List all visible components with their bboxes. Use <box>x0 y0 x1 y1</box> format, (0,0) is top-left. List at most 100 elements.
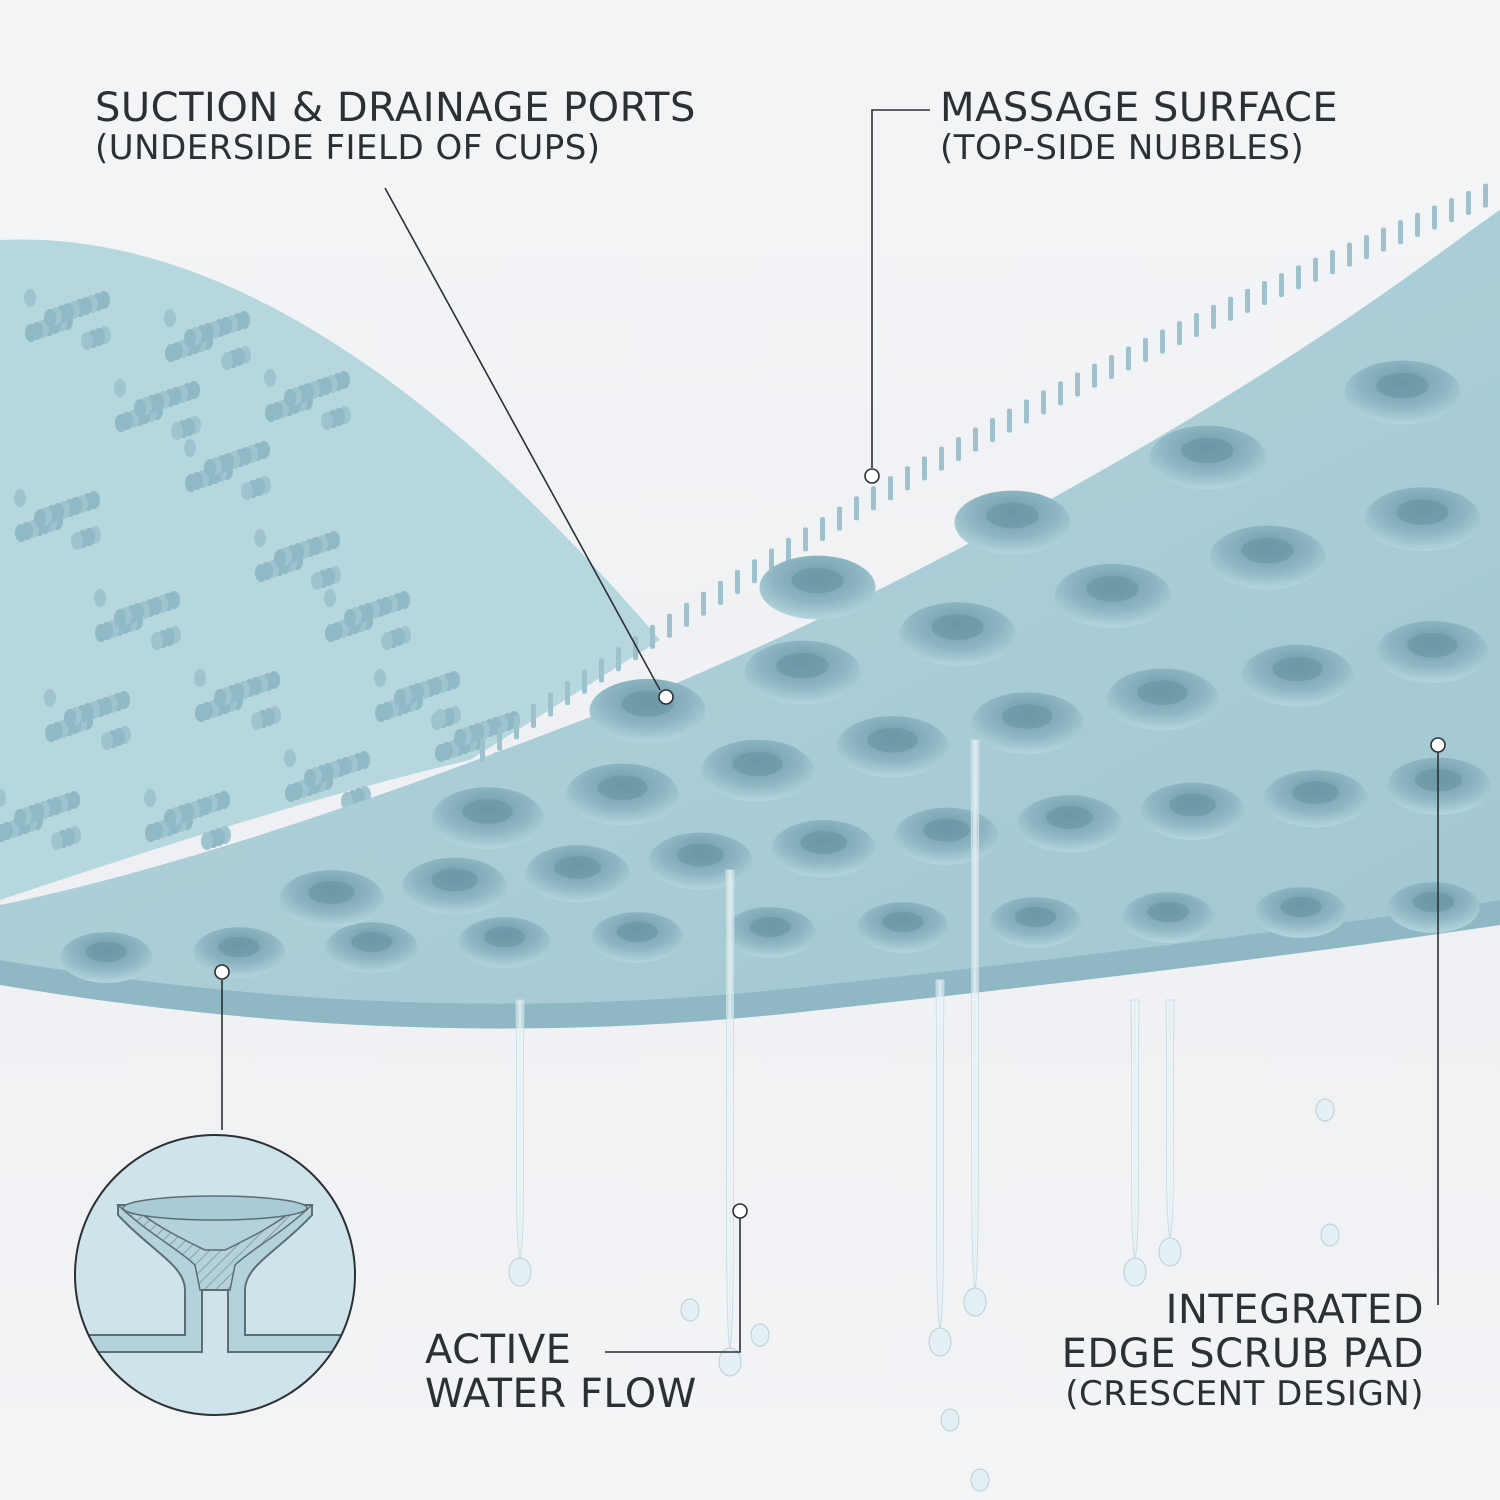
nubble-cluster <box>14 489 101 550</box>
bristle <box>582 669 587 694</box>
water-drop <box>928 1327 952 1357</box>
bristle <box>1245 288 1250 313</box>
water-streams <box>508 739 1340 1492</box>
water-stream <box>725 869 735 1351</box>
bristle <box>888 476 893 501</box>
nubble-cluster <box>284 749 371 810</box>
nubble-cluster <box>44 689 131 750</box>
bristle <box>735 570 740 595</box>
callout-massage-surface: MASSAGE SURFACE (TOP-SIDE NUBBLES) <box>940 86 1338 167</box>
bristle <box>1075 372 1080 397</box>
bristle <box>1466 190 1471 215</box>
nubble-clusters <box>0 289 521 850</box>
bristle <box>1228 296 1233 321</box>
water-drop <box>1158 1237 1182 1267</box>
bristle <box>701 591 706 616</box>
bristle <box>1143 337 1148 362</box>
water-stream <box>1165 999 1175 1241</box>
nubble-cluster <box>194 669 281 730</box>
bristle <box>1024 399 1029 424</box>
callout-edge-line1: INTEGRATED <box>1165 1287 1424 1333</box>
bristle <box>820 516 825 541</box>
bristle <box>939 446 944 471</box>
edge-bristles <box>480 183 1488 762</box>
water-drop <box>970 1468 990 1492</box>
water-stream <box>1130 999 1140 1261</box>
bristle <box>1296 265 1301 290</box>
water-drop <box>718 1347 742 1377</box>
bristle <box>718 580 723 605</box>
water-drop <box>750 1323 770 1347</box>
bristle <box>1364 235 1369 260</box>
nubble-cluster <box>114 379 201 440</box>
bristle <box>548 692 553 717</box>
bristle <box>1330 250 1335 275</box>
bristle <box>769 548 774 573</box>
bristle <box>973 427 978 452</box>
bristle <box>837 506 842 531</box>
water-stream <box>935 979 945 1331</box>
water-drop <box>508 1257 532 1287</box>
bristle <box>752 559 757 584</box>
bristle <box>1381 227 1386 252</box>
callout-water-line1: ACTIVE <box>425 1327 572 1373</box>
bristle <box>1398 220 1403 245</box>
bristle <box>565 681 570 706</box>
bristle <box>803 527 808 552</box>
bristle <box>599 658 604 683</box>
bristle <box>497 726 502 751</box>
callout-edge-line3: (CRESCENT DESIGN) <box>1065 1374 1424 1414</box>
bristle <box>1347 242 1352 267</box>
bristle <box>1279 273 1284 298</box>
bristle <box>531 703 536 728</box>
callout-water-line2: WATER FLOW <box>425 1371 697 1417</box>
callout-suction-title: SUCTION & DRAINAGE PORTS <box>95 85 696 131</box>
bristle <box>1483 183 1488 208</box>
nubble-cluster <box>374 669 461 730</box>
bristle <box>990 418 995 443</box>
water-stream <box>515 999 525 1261</box>
suction-cup-cross-section-icon <box>74 1134 356 1416</box>
callout-water-flow: ACTIVE WATER FLOW <box>425 1328 697 1416</box>
bristle <box>786 537 791 562</box>
water-drop <box>680 1298 700 1322</box>
bristle <box>1160 329 1165 354</box>
mat-edge <box>0 900 1500 1029</box>
callout-suction-subtitle: (UNDERSIDE FIELD OF CUPS) <box>95 128 601 168</box>
water-drop <box>963 1287 987 1317</box>
callout-suction-ports: SUCTION & DRAINAGE PORTS (UNDERSIDE FIEL… <box>95 86 696 167</box>
callout-edge-line2: EDGE SCRUB PAD <box>1061 1331 1424 1377</box>
nubble-cluster <box>94 589 181 650</box>
bristle <box>616 647 621 672</box>
bristle <box>905 466 910 491</box>
nubble-cluster <box>254 529 341 590</box>
mat-underside <box>0 210 1500 1004</box>
bristle <box>650 624 655 649</box>
water-drop <box>940 1408 960 1432</box>
callout-edge-scrub: INTEGRATED EDGE SCRUB PAD (CRESCENT DESI… <box>1062 1288 1424 1413</box>
bristle <box>1194 312 1199 337</box>
bristle <box>1211 304 1216 329</box>
bristle <box>514 715 519 740</box>
bristle <box>1415 212 1420 237</box>
bristle <box>1007 408 1012 433</box>
bristle <box>1092 363 1097 388</box>
bristle <box>1262 280 1267 305</box>
nubble-cluster <box>184 439 271 500</box>
water-drop <box>1123 1257 1147 1287</box>
bristle <box>1449 198 1454 223</box>
bristle <box>922 456 927 481</box>
bristle <box>667 613 672 638</box>
bristle <box>684 602 689 627</box>
callout-massage-subtitle: (TOP-SIDE NUBBLES) <box>940 128 1305 168</box>
nubble-cluster <box>264 369 351 430</box>
nubble-cluster <box>0 789 81 850</box>
nubble-cluster <box>324 589 411 650</box>
water-drop <box>1320 1223 1340 1247</box>
bristle <box>1177 321 1182 346</box>
bristle <box>1432 205 1437 230</box>
bristle <box>1058 381 1063 406</box>
bristle <box>1313 257 1318 282</box>
